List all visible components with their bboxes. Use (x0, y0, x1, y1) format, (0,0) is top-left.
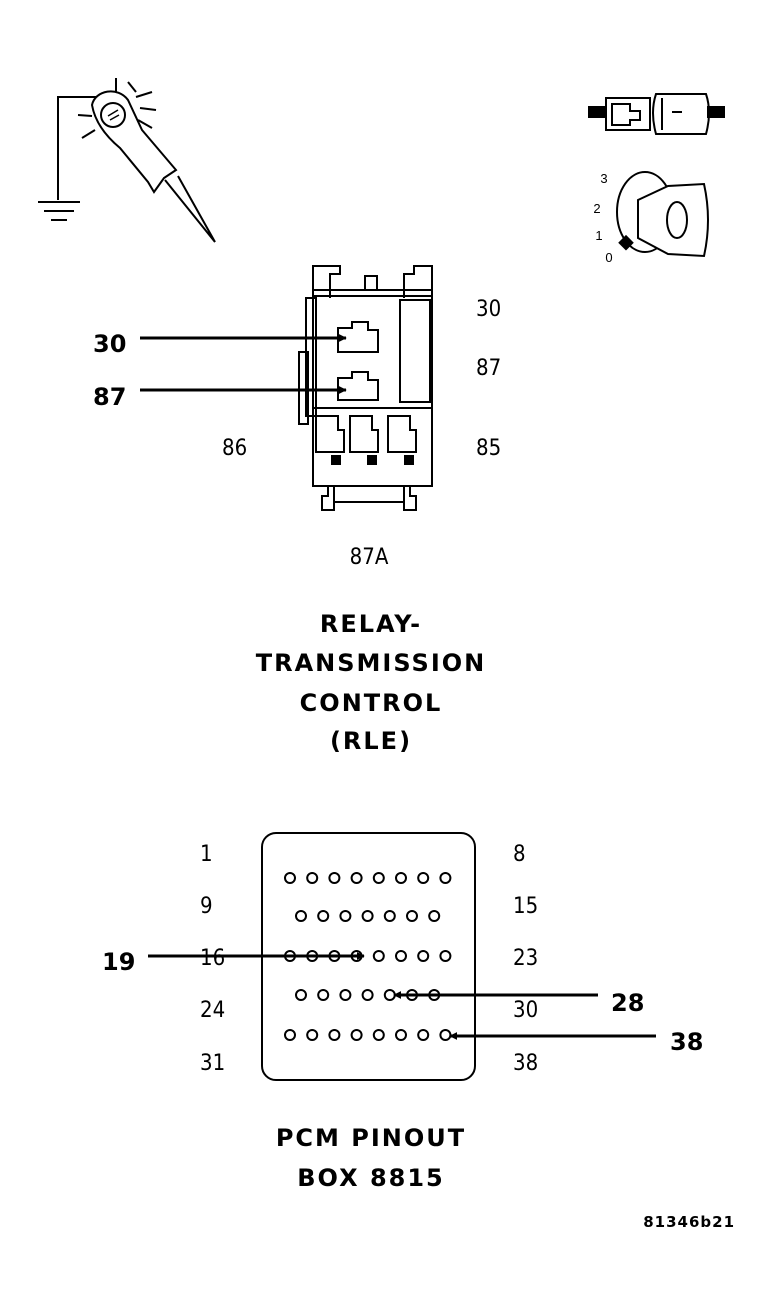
pcm-pin-10 (317, 910, 330, 922)
relay-title-line-2: TRANSMISSION (256, 649, 487, 677)
pcm-pin-12 (361, 910, 374, 922)
pcm-pin-38 (439, 1029, 452, 1041)
pcm-callouts: 19 28 38 (102, 948, 703, 1056)
pcm-title: PCM PINOUT BOX 8815 (276, 1124, 466, 1192)
pcm-pin-1 (284, 872, 296, 884)
pcm-pin-26 (339, 989, 352, 1001)
pcm-pin-8 (439, 872, 452, 884)
pcm-pin-15 (428, 910, 441, 922)
ignition-position-3: 3 (600, 171, 607, 186)
pcm-pin-32 (306, 1029, 319, 1041)
pcm-pin-9 (295, 910, 307, 922)
pin-label-8: 8 (513, 842, 526, 867)
pin-label-15: 15 (513, 894, 538, 919)
callout-label-30: 30 (93, 330, 126, 358)
pcm-pin-33 (328, 1029, 341, 1041)
terminal-label-30: 30 (476, 297, 501, 322)
ignition-positions: 3 2 1 0 (593, 171, 612, 265)
pcm-pin-36 (395, 1029, 407, 1041)
relay-callouts: 30 87 (93, 330, 347, 411)
pcm-pin-37 (417, 1029, 430, 1041)
pcm-pin-22 (417, 950, 430, 962)
figure-code: 81346b21 (643, 1213, 735, 1231)
pcm-pin-28 (383, 989, 396, 1001)
relay-title-line-3: CONTROL (300, 689, 443, 717)
pcm-pin-20 (372, 950, 385, 962)
terminal-label-87a: 87A (350, 545, 389, 570)
relay-title-line-4: (RLE) (330, 727, 412, 755)
pin-label-9: 9 (200, 894, 213, 919)
ignition-key-icon (616, 171, 709, 258)
pin-label-23: 23 (513, 946, 538, 971)
pcm-pin-6 (395, 872, 407, 884)
pcm-pin-3 (328, 872, 341, 884)
pcm-pin-11 (339, 910, 352, 922)
relay-title-line-1: RELAY- (320, 610, 422, 638)
pcm-pin-35 (372, 1029, 385, 1041)
relay-connector (298, 265, 433, 511)
terminal-label-85: 85 (476, 436, 501, 461)
pcm-pin-13 (383, 910, 396, 922)
pcm-pin-14 (406, 910, 418, 922)
pin-label-38: 38 (513, 1051, 538, 1076)
ignition-position-1: 1 (595, 228, 602, 243)
ignition-position-2: 2 (593, 201, 600, 216)
pcm-pin-27 (361, 989, 374, 1001)
pin-label-24: 24 (200, 998, 225, 1023)
relay-title: RELAY- TRANSMISSION CONTROL (RLE) (256, 610, 487, 755)
pcm-pin-25 (317, 989, 330, 1001)
pin-label-16: 16 (200, 946, 225, 971)
pcm-pin-grid (284, 872, 452, 1041)
pin-label-31: 31 (200, 1051, 225, 1076)
callout-label-38: 38 (670, 1028, 703, 1056)
pcm-pin-2 (306, 872, 319, 884)
pcm-pin-24 (295, 989, 307, 1001)
pcm-pin-34 (350, 1029, 363, 1041)
ignition-position-0: 0 (605, 250, 612, 265)
pcm-row-labels: 1 9 16 24 31 8 15 23 30 38 (200, 842, 538, 1076)
pcm-pin-5 (372, 872, 385, 884)
pcm-pin-4 (350, 872, 363, 884)
pcm-pin-7 (417, 872, 430, 884)
callout-label-19: 19 (102, 948, 135, 976)
pcm-title-line-2: BOX 8815 (297, 1164, 445, 1192)
connector-icon (588, 93, 725, 135)
relay-terminal-labels: 30 87 86 85 87A (222, 297, 501, 570)
terminal-label-86: 86 (222, 436, 247, 461)
pcm-pin-31 (284, 1029, 296, 1041)
terminal-label-87: 87 (476, 356, 501, 381)
pin-label-1: 1 (200, 842, 213, 867)
callout-label-87: 87 (93, 383, 126, 411)
callout-label-28: 28 (611, 989, 644, 1017)
test-light-icon (38, 78, 216, 243)
pcm-pin-23 (439, 950, 452, 962)
pin-label-30: 30 (513, 998, 538, 1023)
pcm-title-line-1: PCM PINOUT (276, 1124, 466, 1152)
pcm-pin-21 (395, 950, 407, 962)
